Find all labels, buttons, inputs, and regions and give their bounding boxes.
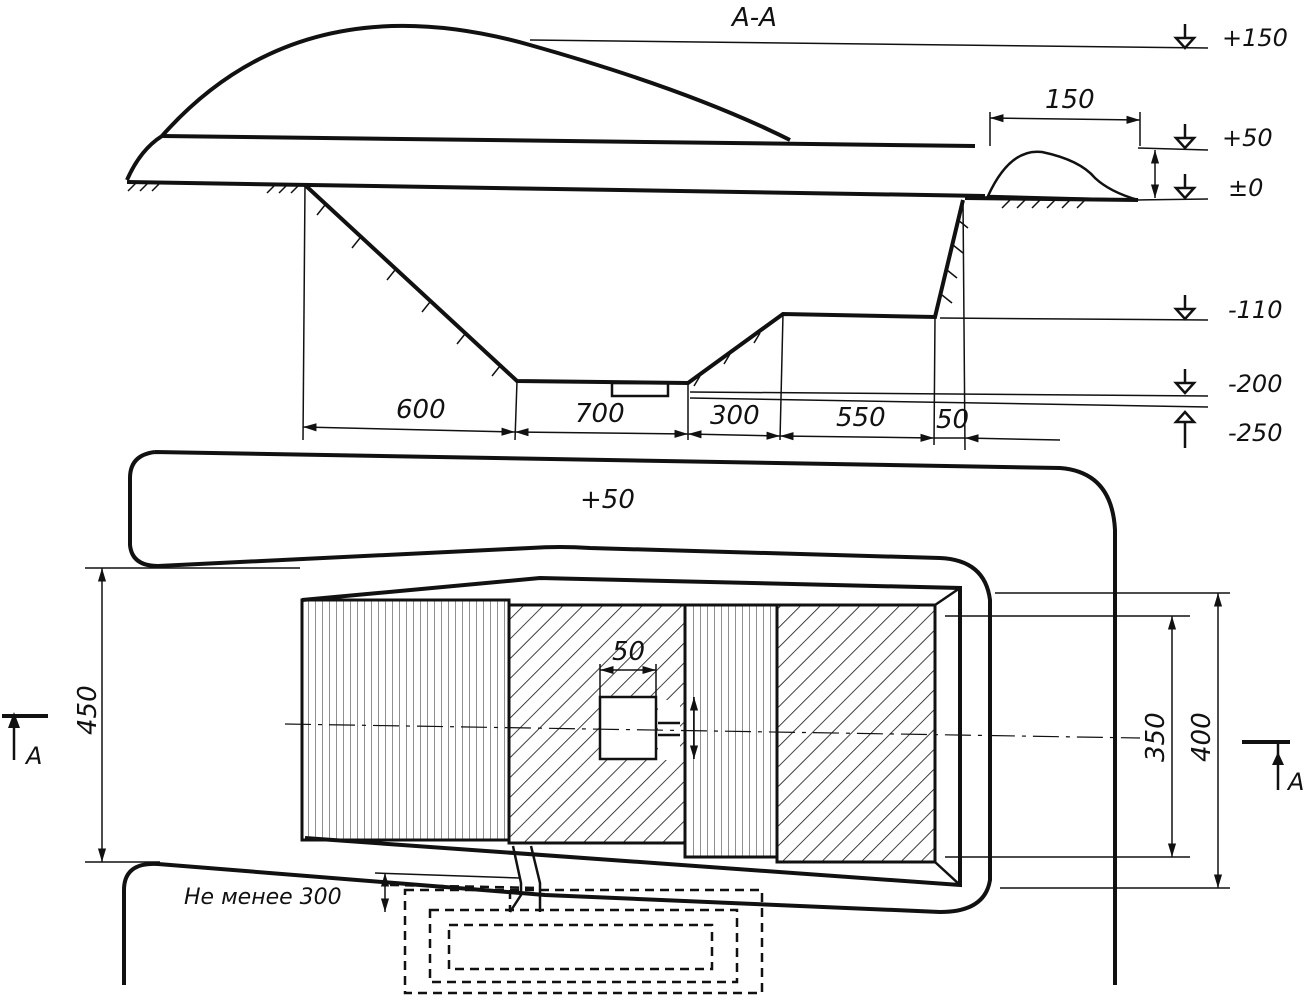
elevation-label-150: +150 (1222, 24, 1288, 52)
dimension-label-400: 400 (1187, 712, 1217, 762)
dimension-450 (85, 567, 300, 863)
dimension-50-plan (599, 664, 699, 759)
cover-slab-top (161, 134, 976, 148)
cut-mark-right: А (1242, 740, 1304, 796)
dimension-150 (989, 112, 1141, 146)
elevation-label-m250: -250 (1228, 419, 1282, 447)
cover-slab-end (125, 134, 164, 181)
dimension-label-300: 300 (710, 401, 760, 431)
dimension-label-50-plan: 50 (612, 637, 645, 667)
cut-mark-left-label: А (24, 742, 42, 770)
dimension-label-450: 450 (73, 685, 103, 735)
cut-mark-right-label: А (1286, 768, 1304, 796)
elevation-label-50: +50 (1222, 124, 1273, 152)
elevation-label-0: ±0 (1228, 174, 1263, 202)
dimension-label-700: 700 (575, 399, 625, 429)
pipe-trench-line (389, 883, 541, 890)
ground-hatch-right (1001, 199, 1086, 209)
dimension-label-50-section: 50 (936, 405, 969, 435)
sump-square (598, 695, 658, 761)
slope-zone-left (300, 598, 511, 842)
pit-profile (303, 183, 965, 386)
dimension-label-600: 600 (396, 395, 446, 425)
bottom-dimensions (302, 184, 1061, 451)
dimension-min-300 (374, 872, 521, 912)
pit-top-chamfer-bottom (934, 861, 961, 886)
elevation-label-m200: -200 (1228, 370, 1282, 398)
elevation-leaders (529, 39, 1209, 408)
section-title: А-А (730, 3, 777, 33)
ground-line (126, 180, 986, 198)
dimension-label-350: 350 (1141, 712, 1171, 762)
dimension-label-550: 550 (836, 403, 886, 433)
dimension-350-400 (945, 592, 1230, 889)
note-min-300: Не менее 300 (184, 885, 342, 910)
drain-sump (610, 381, 670, 398)
elevation-markers (1173, 24, 1197, 448)
platform-level-label: +50 (580, 485, 635, 515)
dimension-label-150: 150 (1045, 85, 1095, 115)
platform-outline (122, 450, 1117, 985)
dome-profile (160, 23, 791, 142)
sump-pipe-stub (658, 700, 680, 760)
sump-pipe (658, 721, 680, 737)
hidden-tank (403, 888, 764, 995)
pit-slope-hatch (316, 204, 969, 387)
pit-top-chamfer-top (934, 586, 961, 607)
ground-hatch-left (127, 182, 300, 194)
plan-view: +50 50 450 (2, 450, 1304, 995)
elevation-label-m110: -110 (1228, 296, 1282, 324)
cut-mark-left: А (2, 712, 48, 770)
section-view: А-А (125, 3, 1288, 451)
soil-embankment (986, 150, 1139, 202)
center-axis (284, 723, 1141, 739)
ground-right (964, 196, 1139, 202)
bottom-zone-right (775, 603, 937, 864)
